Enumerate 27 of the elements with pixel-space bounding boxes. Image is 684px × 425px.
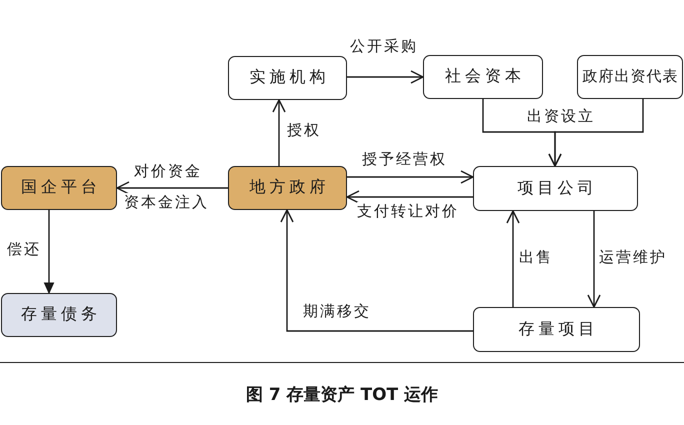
arrow [548,99,644,167]
node-label: 社会资本 [444,67,525,87]
arrow [280,209,473,332]
node-label: 实施机构 [248,68,330,88]
process-box [1,293,117,337]
arrow [116,181,228,195]
process-box [473,307,640,352]
arrow [346,190,473,204]
arrow [347,170,474,184]
process-box [577,55,683,99]
node-label: 存量项目 [518,320,598,340]
process-box [1,166,117,210]
node-label: 地方政府 [248,178,330,198]
process-box [423,55,543,99]
arrow [506,210,520,307]
node-label: 国企平台 [20,178,101,198]
node-label: 政府出资代表 [582,68,678,86]
arrow [587,211,601,308]
arrow [44,210,54,294]
figure-caption: 图 7 存量资产 TOT 运作 [246,384,438,407]
node-label: 存量债务 [20,305,101,325]
process-box [228,56,347,100]
process-box [228,166,347,210]
node-label: 项目公司 [516,178,598,198]
process-box [473,166,638,211]
arrow [347,70,424,84]
arrow [272,99,286,166]
